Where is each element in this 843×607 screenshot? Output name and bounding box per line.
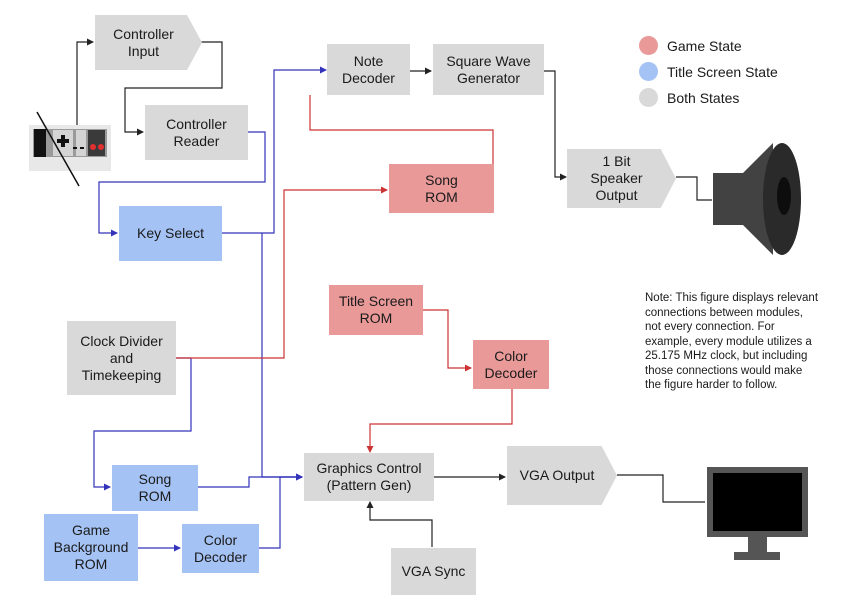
legend-swatch-title-screen-state: [639, 62, 658, 81]
vga-output-block: VGA Output: [507, 446, 617, 505]
nes-controller-icon: [29, 111, 111, 187]
song-rom-game-block: Song ROM: [389, 164, 494, 213]
wires-game-state: [176, 95, 513, 453]
color-decoder-title-block: Color Decoder: [182, 524, 259, 573]
title-screen-rom-block: Title Screen ROM: [329, 285, 423, 335]
legend-swatch-game-state: [639, 36, 658, 55]
controller-input-block: Controller Input: [95, 15, 202, 70]
key-select-block: Key Select: [119, 206, 222, 261]
controller-reader-block: Controller Reader: [145, 105, 248, 160]
figure-note: Note: This figure displays relevant conn…: [645, 292, 819, 391]
color-decoder-game-block: Color Decoder: [473, 340, 549, 389]
speaker-output-block: 1 Bit Speaker Output: [567, 149, 676, 208]
wires-both-states: [76, 38, 712, 547]
square-wave-generator-block: Square Wave Generator: [433, 44, 544, 95]
legend-game-state: Game State: [639, 36, 742, 55]
legend-both-states: Both States: [639, 88, 739, 107]
song-rom-title-block: Song ROM: [112, 465, 198, 511]
clock-divider-block: Clock Divider and Timekeeping: [67, 321, 176, 395]
legend-label-title-screen-state: Title Screen State: [667, 63, 778, 80]
graphics-control-block: Graphics Control (Pattern Gen): [304, 453, 434, 501]
legend-label-game-state: Game State: [667, 37, 742, 54]
monitor-icon: [707, 467, 808, 560]
vga-sync-block: VGA Sync: [391, 548, 476, 595]
speaker-icon: [713, 143, 801, 255]
legend-swatch-both-states: [639, 88, 658, 107]
game-background-rom-block: Game Background ROM: [44, 514, 138, 581]
legend-label-both-states: Both States: [667, 89, 740, 106]
legend-title-screen-state: Title Screen State: [639, 62, 778, 81]
note-decoder-block: Note Decoder: [327, 44, 410, 95]
